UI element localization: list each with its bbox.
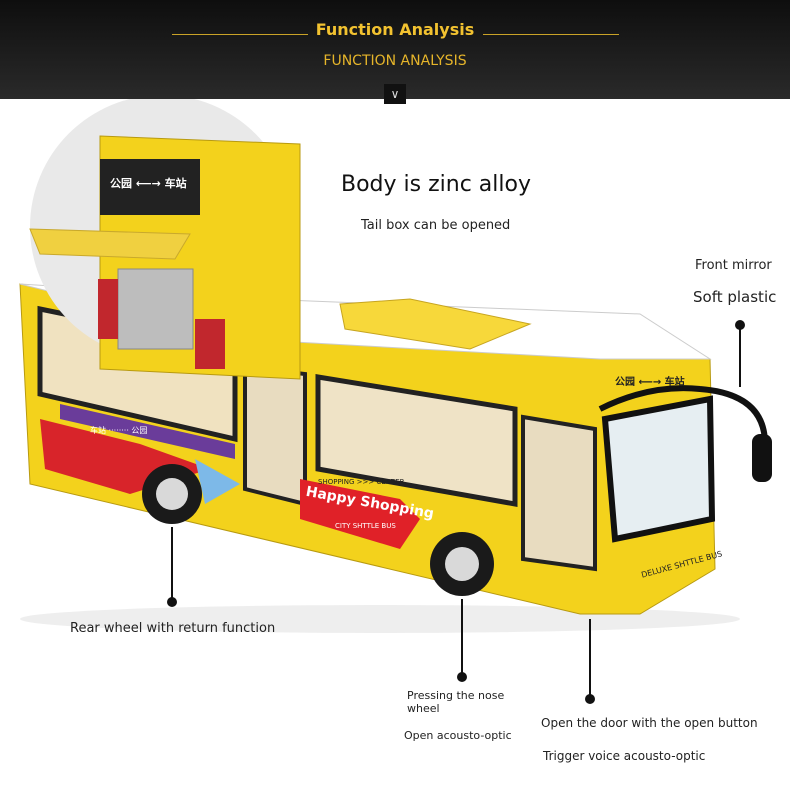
roof-vent [339, 298, 532, 350]
callout-rear-wheel: Rear wheel with return function [70, 621, 276, 636]
tail-engine [117, 268, 194, 350]
header-divider-right [483, 34, 619, 35]
tail-light-right [195, 319, 225, 369]
tail-flap [29, 228, 191, 260]
front-route-sign: 公园 ⟵→ 车站 [615, 377, 685, 388]
chevron-down-icon: ∨ [384, 84, 406, 104]
callout-body-material: Body is zinc alloy [341, 172, 531, 197]
mirror-dot [735, 320, 745, 330]
callout-nose-wheel: Pressing the nose wheel [407, 689, 505, 715]
callout-tail-box: Tail box can be opened [361, 218, 511, 233]
rear-hub [156, 478, 188, 510]
header-banner: Function Analysis FUNCTION ANALYSIS [0, 0, 790, 99]
side-windows [315, 374, 518, 507]
side-route-sign: 车站 ········ 公园 [90, 426, 148, 435]
ground-shadow [20, 605, 740, 633]
header-subtitle: FUNCTION ANALYSIS [323, 53, 467, 69]
windshield [601, 395, 716, 543]
header-title: Function Analysis [315, 20, 475, 39]
rear-wheel-dot [167, 597, 177, 607]
front-door [521, 414, 597, 572]
blue-arrow [195, 459, 240, 504]
purple-stripe [60, 404, 235, 459]
ad-top-text: SHOPPING >>> CENTER [318, 478, 405, 486]
header-divider-left [172, 34, 308, 35]
door-dot [585, 694, 595, 704]
tail-route-sign: 公园 ⟵→ 车站 [110, 177, 187, 190]
callout-door-button: Open the door with the open button [541, 716, 758, 730]
tail-light-left [98, 279, 118, 339]
ad-sub-text: CITY SHTTLE BUS [335, 522, 396, 530]
mirror-head [752, 434, 772, 482]
bus-illustration [19, 99, 772, 704]
callout-soft-plastic: Soft plastic [693, 288, 777, 306]
callout-front-mirror: Front mirror [695, 258, 772, 273]
tail-sign [100, 159, 200, 215]
nose-wheel-dot [457, 672, 467, 682]
front-hub [445, 547, 479, 581]
middle-door [243, 364, 307, 507]
callout-nose-effect: Open acousto-optic [404, 729, 512, 742]
mirror-arm [598, 385, 768, 479]
ad-arrow [300, 479, 420, 549]
callout-door-effect: Trigger voice acousto-optic [543, 749, 706, 763]
